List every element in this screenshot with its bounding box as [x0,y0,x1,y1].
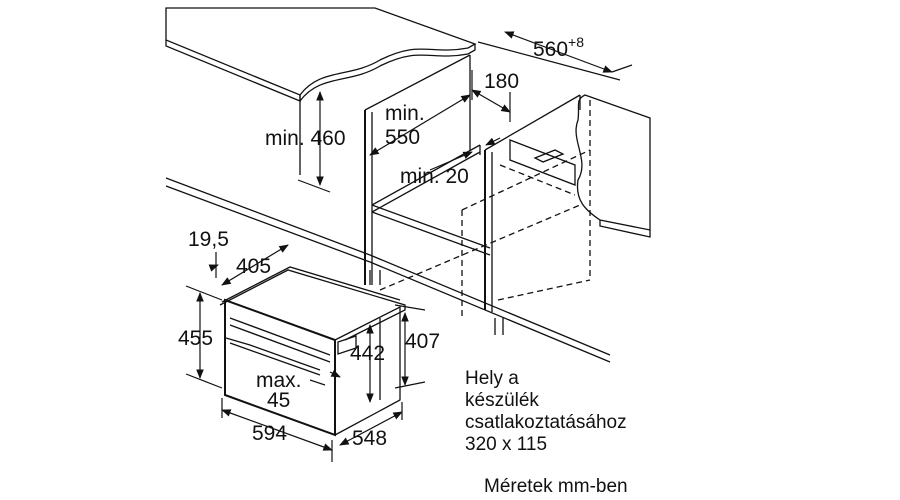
dim-407-label: 407 [405,330,440,353]
units-note: Méretek mm-ben [484,476,628,497]
countertop-left [165,7,477,102]
dim-455-label: 455 [178,327,213,350]
dim-442-label: 442 [350,342,385,365]
dim-180-label: 180 [484,70,519,93]
dim-550-value: 550 [385,126,420,149]
dim-460-label: min. 460 [265,127,346,150]
cabinet-niche [165,54,611,363]
oven [219,266,406,437]
dim-max45-prefix: max. [256,369,302,392]
dim-19-5-label: 19,5 [188,228,229,251]
connection-note-line3: csatlakoztatásához [465,412,627,433]
connection-note-line1: Hely a [465,368,519,389]
dim-20-label: min. 20 [400,165,469,188]
connection-note-line4: 320 x 115 [465,434,547,455]
dim-550-prefix: min. [385,102,425,125]
connection-note: Hely a készülék csatlakoztatásához 320 x… [465,368,627,455]
dim-405-label: 405 [236,255,271,278]
countertop-right [575,94,651,238]
dimension-lines [185,31,633,462]
connection-note-line2: készülék [465,390,539,411]
dim-548-label: 548 [352,427,387,450]
connection-area [509,139,576,186]
dim-594-label: 594 [252,422,287,445]
dim-560-label: 560+8 [533,34,584,61]
dim-max45-value: 45 [267,389,290,412]
